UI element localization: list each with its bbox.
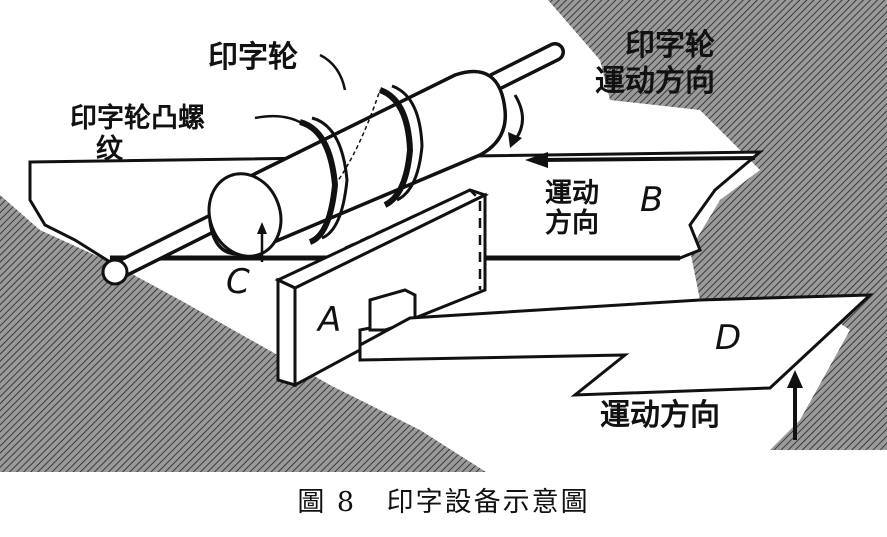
cam-band-3 bbox=[378, 87, 414, 208]
figure-number: 圖 8 bbox=[297, 487, 357, 518]
cam-helix bbox=[334, 89, 381, 186]
figure-caption: 圖 8 印字設备示意圖 bbox=[0, 480, 887, 519]
figure-title: 印字設备示意圖 bbox=[386, 487, 590, 518]
letter-d: D bbox=[715, 318, 742, 358]
label-print-wheel-cam-line1: 印字轮凸螺 bbox=[70, 103, 205, 134]
leader-c-arrowhead bbox=[257, 222, 267, 234]
label-tape-direction-line2: 方向 bbox=[545, 208, 599, 239]
background-shading-right bbox=[548, 0, 887, 450]
label-plate-d-direction: 運动方向 bbox=[600, 398, 720, 433]
letter-c: C bbox=[226, 262, 250, 302]
label-wheel-direction-line1: 印字轮 bbox=[625, 28, 715, 63]
leader-wheel bbox=[319, 53, 347, 91]
label-tape-direction-line1: 運动 bbox=[545, 178, 599, 209]
platen-a-hidden-edges bbox=[344, 188, 482, 290]
wheel-rotation-arrow bbox=[513, 94, 524, 141]
wheel-rotation-arrowhead bbox=[508, 132, 522, 148]
label-print-wheel: 印字轮 bbox=[208, 40, 298, 75]
letter-a: A bbox=[318, 300, 342, 340]
shaft-end bbox=[101, 258, 129, 286]
plate-d-arrowhead bbox=[787, 370, 803, 388]
letter-b: B bbox=[640, 180, 664, 220]
platen-a-front bbox=[276, 277, 297, 388]
print-wheel bbox=[208, 69, 508, 256]
base-shading-left bbox=[0, 195, 486, 472]
cam-band-2 bbox=[311, 116, 349, 240]
leader-cam bbox=[254, 114, 306, 127]
cam-band-4 bbox=[391, 84, 424, 202]
tape-b-arrow bbox=[539, 156, 756, 162]
tape-b-arrowhead bbox=[525, 152, 548, 168]
label-wheel-direction-line2: 運动方向 bbox=[595, 64, 715, 99]
label-print-wheel-cam-line2: 纹 bbox=[96, 134, 123, 165]
plate-d bbox=[358, 293, 874, 397]
